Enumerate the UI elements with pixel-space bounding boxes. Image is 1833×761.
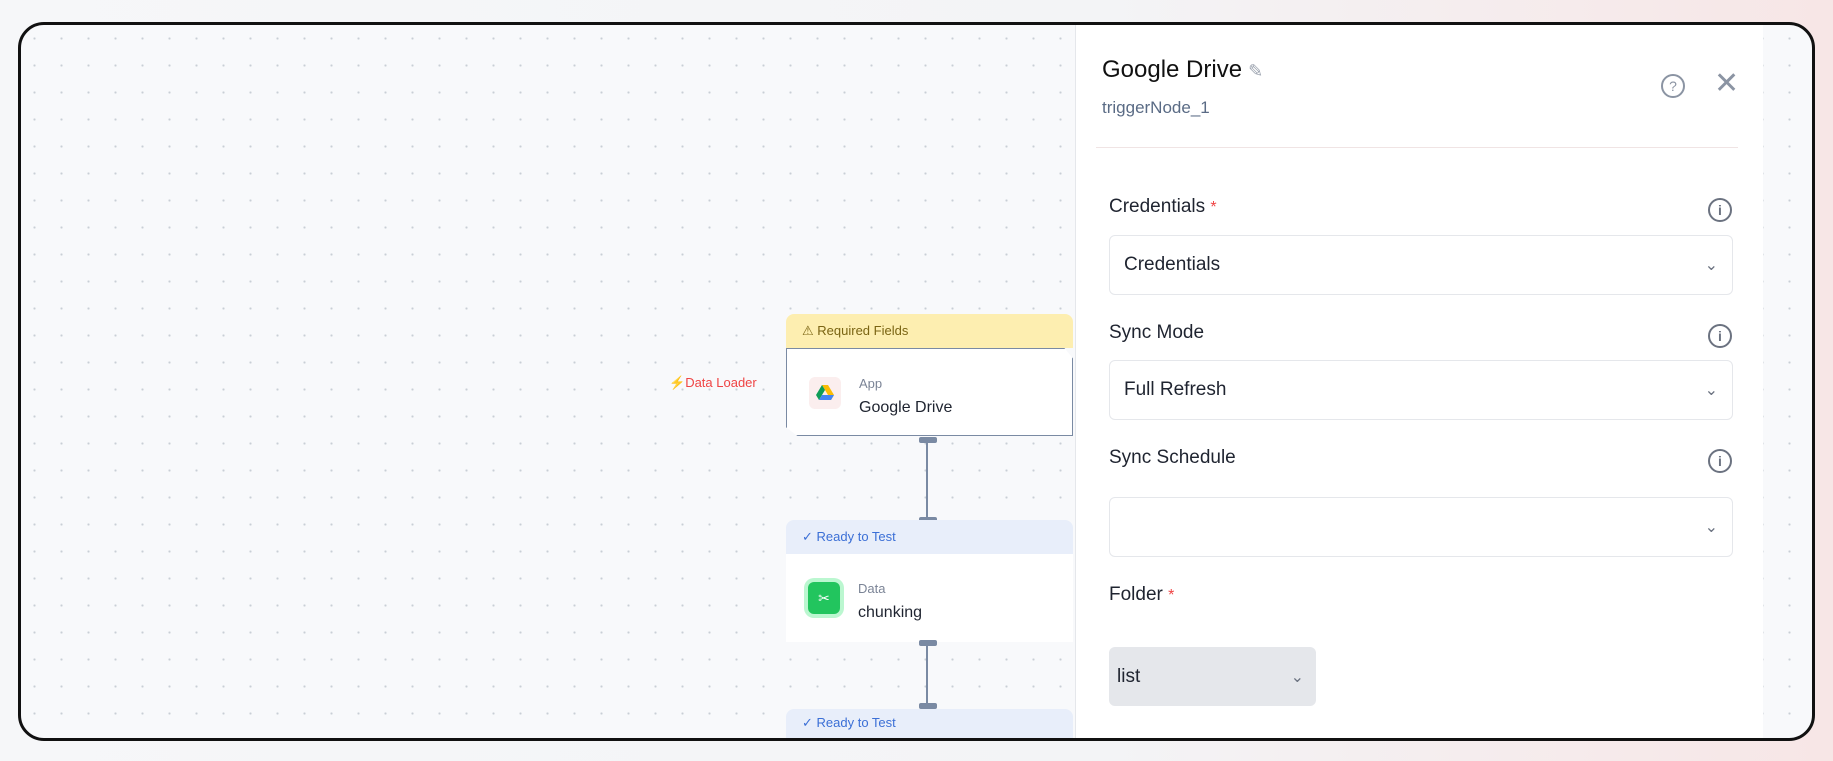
select-value: Full Refresh xyxy=(1124,379,1227,400)
status-text: Ready to Test xyxy=(816,529,896,544)
status-badge: ✓ Ready to Test xyxy=(786,520,1073,554)
connector-handle[interactable] xyxy=(919,703,937,709)
label-text: Sync Mode xyxy=(1109,322,1205,343)
chunking-icon: ✂ xyxy=(808,582,840,614)
select-value: list xyxy=(1117,665,1141,687)
connector-handle[interactable] xyxy=(919,640,937,646)
folder-label: Folder * xyxy=(1109,584,1174,606)
divider xyxy=(1096,147,1738,148)
connector-line xyxy=(926,644,928,706)
close-icon[interactable]: ✕ xyxy=(1714,67,1740,100)
node-settings-panel: Google Drive✎ triggerNode_1 ? ✕ Credenti… xyxy=(1075,25,1763,738)
chevron-down-icon: ⌄ xyxy=(1704,257,1718,274)
info-icon[interactable]: i xyxy=(1708,324,1732,348)
panel-title: Google Drive✎ xyxy=(1102,56,1263,84)
trigger-label: ⚡Data Loader xyxy=(669,375,757,390)
node-name: chunking xyxy=(858,604,923,621)
status-text: Required Fields xyxy=(817,323,909,338)
node-third[interactable]: ✓ Ready to Test xyxy=(786,709,1073,738)
node-id: triggerNode_1 xyxy=(1102,98,1210,117)
status-badge: ⚠ Required Fields xyxy=(786,314,1073,348)
check-icon: ✓ xyxy=(802,529,817,544)
info-icon[interactable]: i xyxy=(1708,449,1732,473)
node-chunking[interactable]: ✓ Ready to Test ✂ Data chunking xyxy=(786,520,1073,642)
required-mark: * xyxy=(1168,587,1175,604)
workflow-window: ⚡Data Loader ⚠ Required Fields App Googl… xyxy=(18,22,1815,741)
node-name: Google Drive xyxy=(859,399,953,416)
help-icon[interactable]: ? xyxy=(1661,74,1685,98)
connector-line xyxy=(926,441,928,521)
pencil-icon[interactable]: ✎ xyxy=(1248,61,1264,81)
label-text: Sync Schedule xyxy=(1109,447,1236,468)
chevron-down-icon: ⌄ xyxy=(1704,382,1718,399)
warning-icon: ⚠ xyxy=(802,323,818,338)
panel-title-text: Google Drive xyxy=(1102,56,1243,83)
select-value: Credentials xyxy=(1124,254,1221,275)
status-text: Ready to Test xyxy=(816,715,896,730)
trigger-label-text: Data Loader xyxy=(685,375,757,390)
required-mark: * xyxy=(1210,199,1217,216)
check-icon: ✓ xyxy=(802,715,817,730)
connector-handle[interactable] xyxy=(919,437,937,443)
credentials-label: Credentials * xyxy=(1109,196,1217,218)
label-text: Folder xyxy=(1109,584,1163,605)
credentials-select[interactable]: Credentials ⌄ xyxy=(1109,235,1733,295)
label-text: Credentials xyxy=(1109,196,1206,217)
google-drive-icon xyxy=(809,377,841,409)
folder-select[interactable]: list ⌄ xyxy=(1109,647,1316,706)
status-badge: ✓ Ready to Test xyxy=(786,709,1073,738)
node-google-drive[interactable]: ⚠ Required Fields App Google Drive xyxy=(786,314,1073,436)
node-kind: App xyxy=(859,376,883,391)
chevron-down-icon: ⌄ xyxy=(1290,668,1304,686)
sync-mode-select[interactable]: Full Refresh ⌄ xyxy=(1109,360,1733,420)
sync-schedule-label: Sync Schedule xyxy=(1109,447,1236,469)
chevron-down-icon: ⌄ xyxy=(1704,519,1718,536)
info-icon[interactable]: i xyxy=(1708,198,1732,222)
sync-schedule-select[interactable]: ⌄ xyxy=(1109,497,1733,557)
node-kind: Data xyxy=(858,581,886,596)
sync-mode-label: Sync Mode xyxy=(1109,322,1204,344)
